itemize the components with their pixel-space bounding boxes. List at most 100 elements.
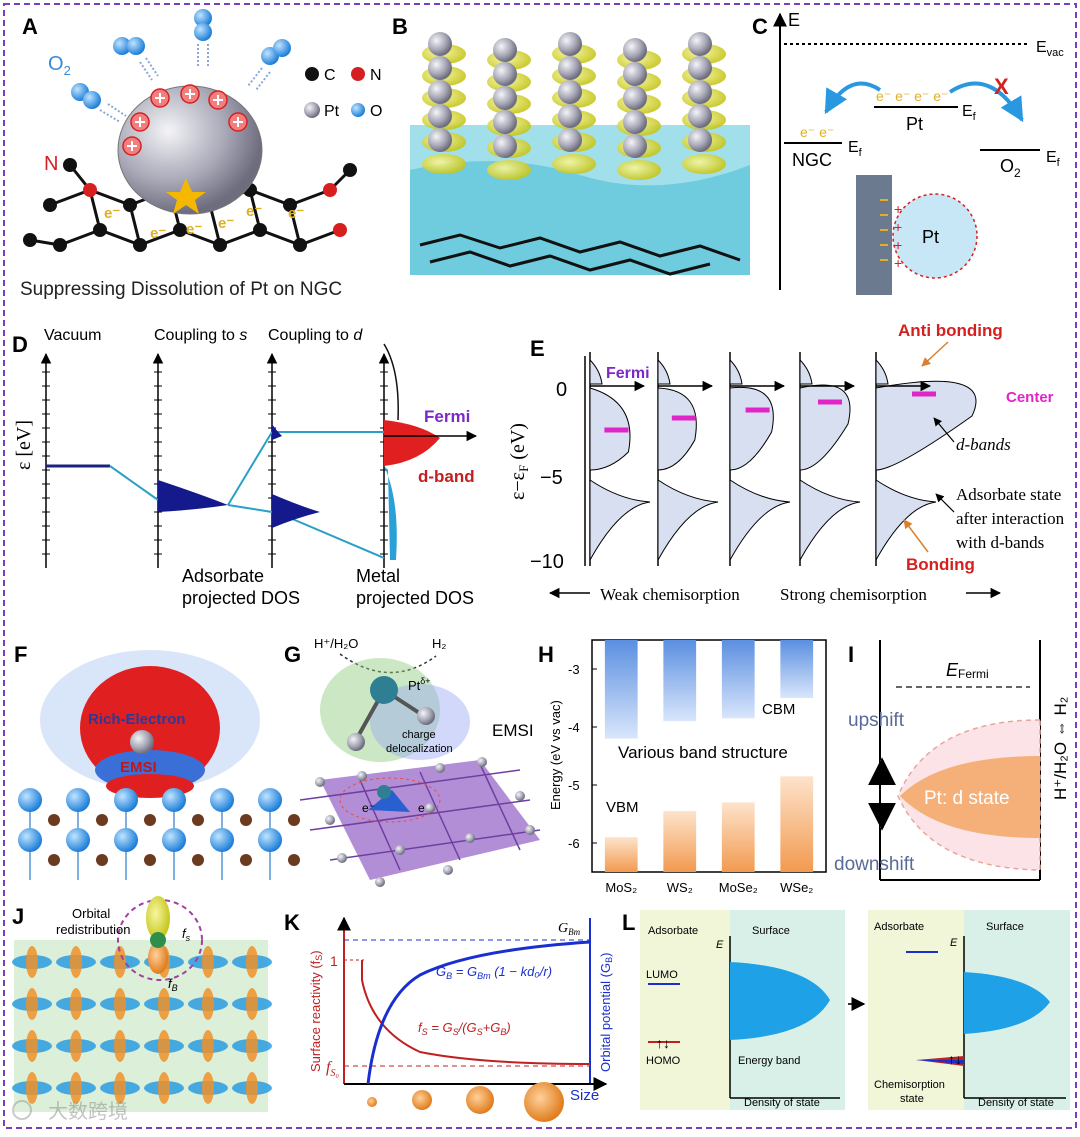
adsorbate-peak bbox=[657, 479, 719, 562]
pt-atom bbox=[623, 134, 647, 158]
gb-equation: GB = GBm (1 − kd₀/r) bbox=[436, 964, 552, 981]
orbital-lobe bbox=[26, 1072, 38, 1104]
ngc-ef-label: Ef bbox=[848, 139, 863, 159]
pt-atom bbox=[688, 104, 712, 128]
emsi-label-f: EMSI bbox=[120, 759, 157, 776]
pt-atom bbox=[493, 38, 517, 62]
panel-a: A O2 C N Pt O N bbox=[20, 9, 382, 300]
panel-l-letter: L bbox=[622, 910, 635, 935]
orbital-lobe bbox=[70, 946, 82, 978]
d-bonding-dos bbox=[272, 494, 320, 528]
dband-peak bbox=[875, 380, 977, 471]
substrate-slab-g bbox=[320, 760, 540, 880]
h2-label: H₂ bbox=[432, 636, 446, 651]
orbital-lobe bbox=[70, 1072, 82, 1104]
svg-text:+: + bbox=[894, 237, 902, 253]
charge-label-2: delocalization bbox=[386, 743, 453, 755]
svg-text:Pt: Pt bbox=[324, 103, 340, 120]
lattice-atom bbox=[210, 828, 234, 852]
h-category-label: MoS₂ bbox=[605, 880, 637, 895]
evac-label: Evac bbox=[1036, 39, 1064, 59]
adsorbate-peak bbox=[729, 479, 791, 562]
dbands-label: d-bands bbox=[956, 435, 1011, 454]
orbital-lobe bbox=[202, 1072, 214, 1104]
panel-g: G H⁺/H₂O H₂ Ptδ+ charge delocalization E… bbox=[284, 636, 541, 887]
svg-text:N: N bbox=[370, 67, 382, 84]
k-ylabel-right: Orbital potential (GB) bbox=[598, 953, 614, 1072]
slab-negative-charges bbox=[880, 199, 888, 261]
energy-band-right bbox=[964, 972, 1050, 1034]
orbital-lobe bbox=[202, 946, 214, 978]
svg-text:0: 0 bbox=[556, 379, 567, 401]
adsorbate-state-3: with d-bands bbox=[956, 533, 1044, 552]
vbm-bar bbox=[780, 776, 814, 872]
pt-electrons: e⁻ e⁻ e⁻ e⁻ bbox=[876, 88, 948, 104]
h-ytick-label: -3 bbox=[568, 662, 580, 677]
orbital-potential-curve bbox=[366, 940, 591, 1085]
panel-j-letter: J bbox=[12, 904, 24, 929]
panel-a-caption: Suppressing Dissolution of Pt on NGC bbox=[20, 279, 342, 300]
pt-atom bbox=[428, 104, 452, 128]
l-surface-label: Surface bbox=[752, 925, 790, 937]
h-ytick-label: -4 bbox=[568, 720, 580, 735]
electron-g-1: e⁻ bbox=[362, 801, 375, 815]
size-label: Size bbox=[570, 1087, 599, 1104]
lattice-atom-small bbox=[48, 814, 60, 826]
metal-dband bbox=[384, 420, 440, 466]
charge-lobe bbox=[682, 154, 726, 174]
svg-text:−10: −10 bbox=[530, 551, 564, 573]
panel-b: B bbox=[392, 14, 750, 276]
antibonding-peak bbox=[657, 358, 671, 385]
cbm-bar bbox=[604, 640, 638, 739]
electron-transfer-arrow bbox=[824, 81, 882, 115]
emsi-label-g: EMSI bbox=[492, 721, 534, 740]
one-label: 1 bbox=[330, 953, 338, 969]
pt-atom bbox=[558, 56, 582, 80]
vbm-label: VBM bbox=[606, 799, 639, 816]
pt-atom bbox=[558, 80, 582, 104]
e-yticks: 0 −5 −10 bbox=[530, 379, 567, 573]
orbital-lobe bbox=[158, 1072, 170, 1104]
orbital-lobe bbox=[70, 1030, 82, 1062]
chemisorption-label-1: Chemisorption bbox=[874, 1079, 945, 1091]
vacuum-label: Vacuum bbox=[44, 327, 102, 344]
svg-text:+: + bbox=[894, 201, 902, 217]
lattice-atom bbox=[162, 828, 186, 852]
efermi-label: EFermi bbox=[946, 660, 989, 681]
pt-atom bbox=[623, 62, 647, 86]
h-category-label: MoSe₂ bbox=[719, 880, 758, 895]
panel-i: I EFermi Pt: d state upshift downshift H… bbox=[834, 640, 1070, 881]
orbital-lobe bbox=[202, 1030, 214, 1062]
coupling-d-label: Coupling to d bbox=[268, 327, 363, 344]
lattice-atom-small bbox=[96, 814, 108, 826]
pt-atom bbox=[688, 56, 712, 80]
h-ytick-label: -5 bbox=[568, 778, 580, 793]
panel-b-letter: B bbox=[392, 14, 408, 39]
watermark-text: 大数跨境 bbox=[48, 1100, 128, 1123]
adsorbate-peak bbox=[589, 479, 651, 562]
panel-f: F Rich-Electron EMSI bbox=[14, 642, 300, 880]
pt-atom bbox=[558, 128, 582, 152]
homo-spins: ↑↓ bbox=[656, 1035, 670, 1051]
orbital-lobe bbox=[114, 988, 126, 1020]
adsorbate-dos-label-2: projected DOS bbox=[182, 588, 300, 608]
pt-circle-label: Pt bbox=[922, 227, 939, 247]
vbm-bar bbox=[604, 837, 638, 872]
panel-h-letter: H bbox=[538, 642, 554, 667]
lattice-atom bbox=[162, 788, 186, 812]
svg-text:+: + bbox=[894, 219, 902, 235]
d-fermi-label: Fermi bbox=[424, 407, 470, 426]
orbital-lobe bbox=[70, 988, 82, 1020]
energy-band-left bbox=[730, 962, 830, 1040]
h-category-label: WSe₂ bbox=[780, 880, 813, 895]
lattice-atom-small bbox=[192, 814, 204, 826]
orbital-label-2: redistribution bbox=[56, 922, 130, 937]
panel-e: E ε−εF (eV) 0 −5 −10 Anti bonding Fermi … bbox=[507, 321, 1065, 604]
pt-atom-g bbox=[370, 676, 398, 704]
orbital-lobe bbox=[158, 1030, 170, 1062]
h-ytick-label: -6 bbox=[568, 836, 580, 851]
e-yaxis-label: ε−εF (eV) bbox=[507, 423, 531, 500]
pt-delta-label: Ptδ+ bbox=[408, 676, 431, 693]
